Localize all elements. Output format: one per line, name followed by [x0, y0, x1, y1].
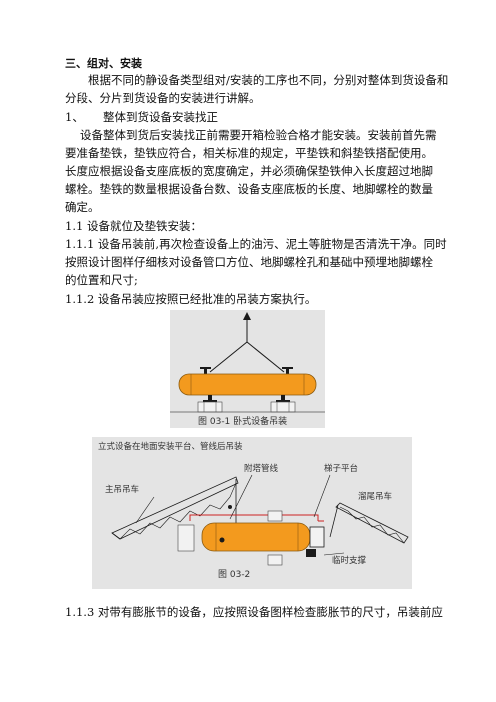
figure-2-title: 立式设备在地面安装平台、管线后吊装 [98, 441, 243, 452]
figure-vertical-vessel-lifting: 立式设备在地面安装平台、管线后吊装 主吊吊车 附塔管线 梯子平台 溜尾吊车 临时… [92, 437, 412, 589]
para1-line-5: 确定。 [65, 200, 100, 214]
s112-line: 1.1.2 设备吊装应按照已经批准的吊装方案执行。 [65, 292, 317, 306]
label-main-crane: 主吊吊车 [105, 484, 139, 495]
subsection-number: 1、 [65, 110, 84, 124]
s111-line-3: 的位置和尺寸; [65, 273, 138, 287]
figure-2-caption: 图 03-2 [218, 569, 250, 580]
s111-line-1: 1.1.1 设备吊装前,再次检查设备上的油污、泥土等脏物是否清洗干净。同时 [65, 237, 447, 251]
label-tail-crane: 溜尾吊车 [358, 491, 392, 502]
subsection-title: 整体到货设备安装找正 [103, 110, 218, 124]
label-temporary-support: 临时支撑 [332, 555, 367, 566]
label-ladder-platform: 梯子平台 [324, 463, 358, 474]
intro-line-1: 根据不同的静设备类型组对/安装的工序也不同，分别对整体到货设备和 [88, 73, 449, 87]
s111-line-2: 按照设计图样仔细核对设备管口方位、地脚螺栓孔和基础中预埋地脚螺栓 [65, 255, 433, 269]
para1-line-4: 螺栓。垫铁的数量根据设备台数、设备支座底板的长度、地脚螺栓的数量 [65, 182, 433, 196]
figure-horizontal-vessel-lifting: 图 03-1 卧式设备吊装 [170, 310, 325, 428]
intro-line-2: 分段、分片到货设备的安装进行讲解。 [65, 91, 261, 105]
label-tower-piping: 附塔管线 [244, 463, 279, 474]
para1-line-3: 长度应根据设备支座底板的宽度确定，并必须确保垫铁伸入长度超过地脚 [65, 164, 433, 178]
section-title: 三、组对、安装 [65, 57, 142, 70]
s113-line: 1.1.3 对带有膨胀节的设备，应按照设备图样检查膨胀节的尺寸，吊装前应 [65, 605, 443, 619]
para1-line-1: 设备整体到货后安装找正前需要开箱检验合格才能安装。安装前首先需 [80, 128, 437, 142]
para1-line-2: 要准备垫铁，垫铁应符合，相关标准的规定，平垫铁和斜垫铁搭配使用。 [65, 146, 433, 160]
figure-1-caption: 图 03-1 卧式设备吊装 [198, 415, 287, 427]
section-1-1-title: 1.1 设备就位及垫铁安装： [65, 219, 202, 233]
